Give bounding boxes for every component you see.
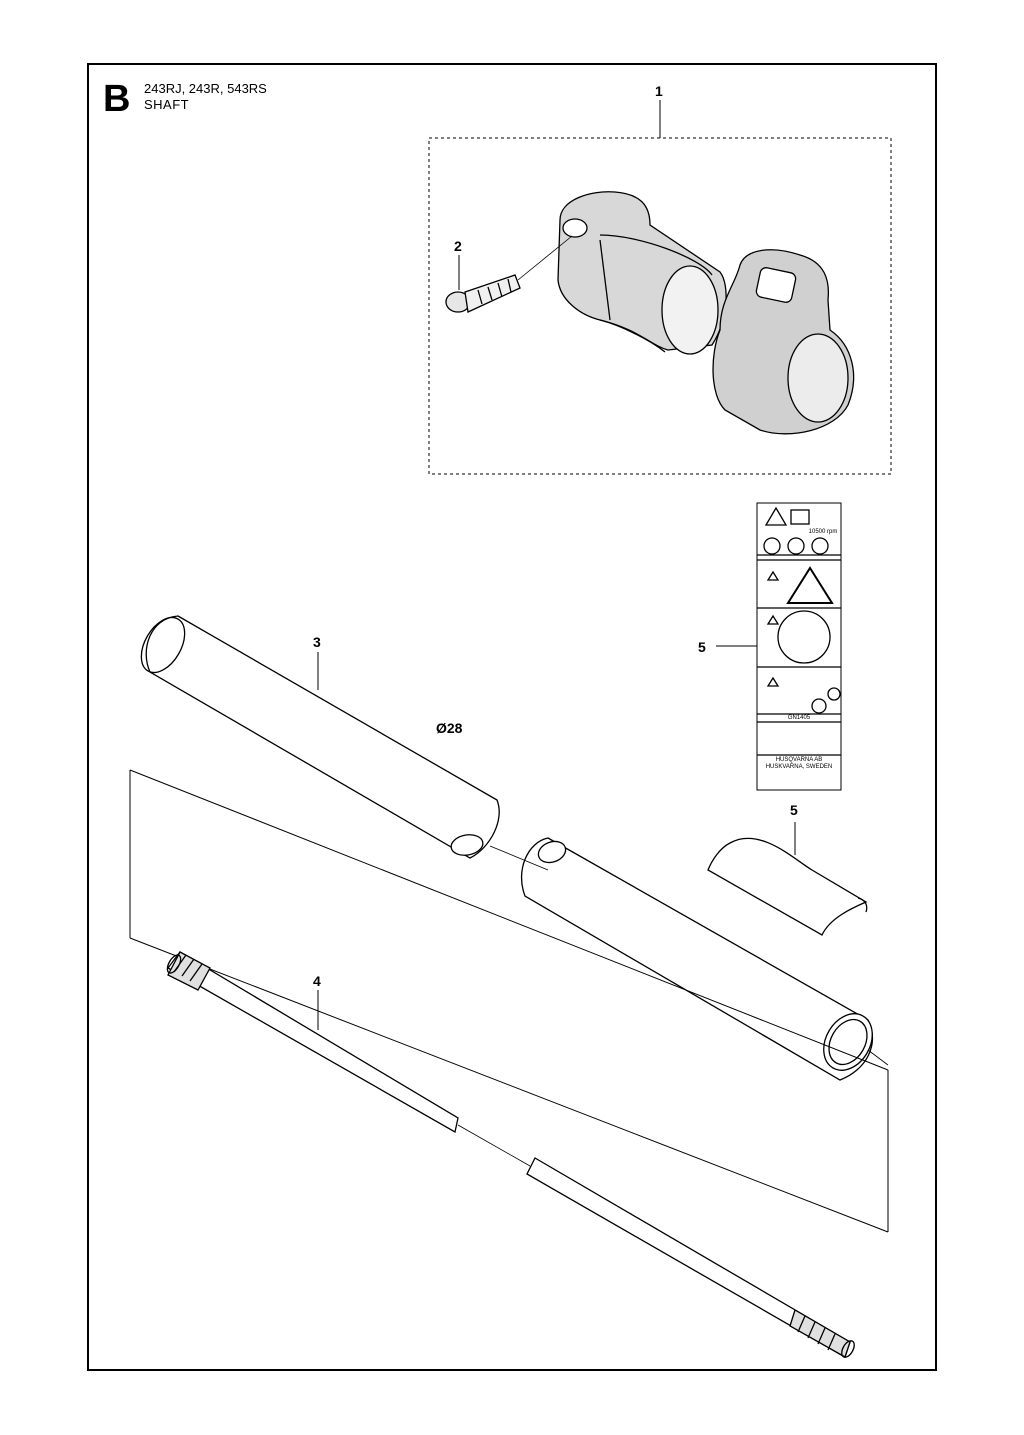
callout-5-decal: 5 (698, 639, 706, 655)
drive-shaft (166, 951, 855, 1358)
callout-3: 3 (313, 634, 321, 650)
decal-maker-2: HUSKVARNA, SWEDEN (765, 764, 833, 770)
decal-speed: 10500 rpm (808, 529, 838, 535)
decal-maker-1: HUSQVARNA AB (775, 757, 823, 763)
handle-loop-part (712, 249, 855, 435)
page-frame (87, 63, 937, 1371)
callout-1: 1 (655, 83, 663, 99)
shaft-tube-upper (140, 615, 500, 859)
shaft-tube-lower (520, 837, 873, 1081)
decal-code: GN1405 (787, 715, 811, 721)
shaft-sleeve (707, 837, 868, 936)
model-list: 243RJ, 243R, 543RS (144, 81, 267, 96)
callout-5-sleeve: 5 (790, 802, 798, 818)
diameter-label: Ø28 (436, 720, 463, 736)
safety-decal (756, 502, 842, 791)
callout-4: 4 (313, 973, 321, 989)
callout-2: 2 (454, 238, 462, 254)
section-letter: B (103, 78, 131, 120)
assembly-outline (129, 769, 889, 1233)
diagram-title: SHAFT (144, 97, 190, 112)
screw-part (445, 235, 573, 313)
handle-clamp-part (557, 191, 727, 355)
